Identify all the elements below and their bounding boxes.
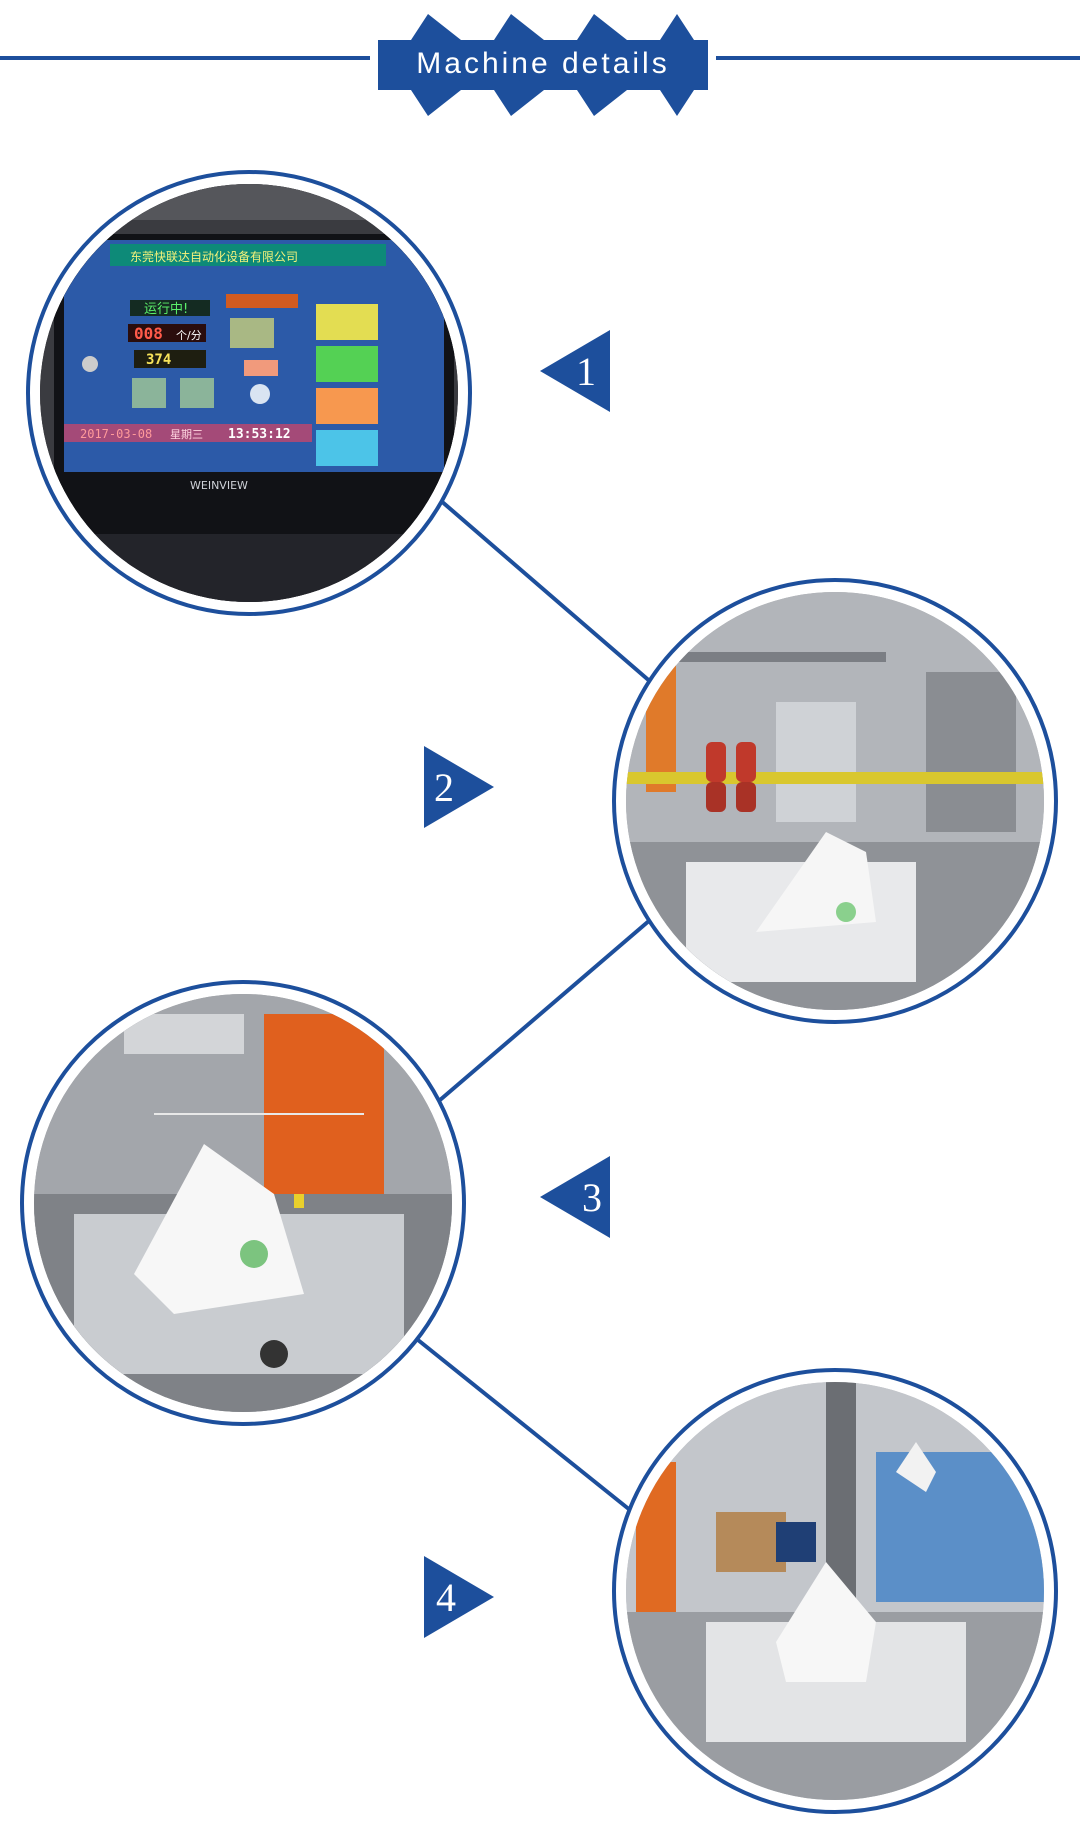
screen-brand-text: WEINVIEW — [190, 479, 248, 492]
screen-weekday-text: 星期三 — [170, 428, 203, 441]
forming-station-illustration — [34, 994, 452, 1412]
screen-count-text: 374 — [146, 352, 171, 368]
step-marker-2 — [424, 746, 494, 828]
header-line-left — [0, 56, 370, 60]
step-number-1: 1 — [576, 349, 596, 394]
screen-speed-text: 008 — [134, 324, 163, 343]
control-panel-illustration: 东莞快联达自动化设备有限公司 运行中! 008 个/分 374 2017-03-… — [40, 184, 458, 602]
screen-status-text: 运行中! — [144, 302, 188, 317]
step-marker-4 — [424, 1556, 494, 1638]
welding-station-illustration — [626, 592, 1044, 1010]
photo-forming-station — [34, 994, 452, 1412]
screen-date-text: 2017-03-08 — [80, 427, 152, 441]
page-title: Machine details — [416, 47, 670, 80]
photo-circle-2 — [612, 578, 1058, 1024]
step-number-4: 4 — [436, 1575, 456, 1620]
photo-circle-4 — [612, 1368, 1058, 1814]
screen-speed-unit-text: 个/分 — [176, 329, 202, 342]
step-marker-3 — [540, 1156, 610, 1238]
photo-circle-1: 东莞快联达自动化设备有限公司 运行中! 008 个/分 374 2017-03-… — [26, 170, 472, 616]
screen-time-text: 13:53:12 — [228, 427, 291, 442]
step-number-3: 3 — [582, 1175, 602, 1220]
header-line-right — [716, 56, 1080, 60]
photo-control-panel: 东莞快联达自动化设备有限公司 运行中! 008 个/分 374 2017-03-… — [40, 184, 458, 602]
photo-circle-3 — [20, 980, 466, 1426]
step-marker-1 — [540, 330, 610, 412]
output-conveyor-illustration — [626, 1382, 1044, 1800]
photo-welding-station — [626, 592, 1044, 1010]
photo-output-conveyor — [626, 1382, 1044, 1800]
step-number-2: 2 — [434, 765, 454, 810]
header-badge-shape — [378, 14, 708, 116]
screen-company-text: 东莞快联达自动化设备有限公司 — [130, 250, 298, 264]
